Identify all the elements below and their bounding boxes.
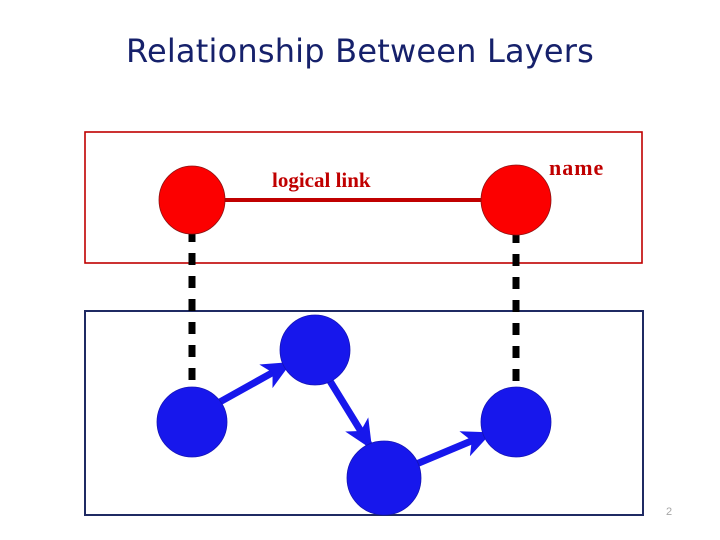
- arrow-left-to-midtop: [216, 360, 292, 407]
- upper-left-node[interactable]: [158, 165, 226, 235]
- arrow-midbottom-to-right: [412, 430, 492, 469]
- logical-link-label: logical link: [272, 168, 371, 192]
- lower-mid-bottom-node[interactable]: [346, 440, 422, 516]
- lower-left-node[interactable]: [156, 386, 228, 458]
- lower-mid-top-node[interactable]: [279, 314, 351, 386]
- lower-right-node[interactable]: [480, 386, 552, 458]
- lower-layer-box: [84, 310, 644, 516]
- arrow-midtop-to-midbottom: [327, 379, 373, 450]
- page-number: 2: [666, 506, 673, 518]
- name-label: name: [549, 155, 605, 180]
- page-title: Relationship Between Layers: [125, 32, 595, 70]
- upper-layer-box: [84, 131, 643, 264]
- upper-right-node[interactable]: [480, 164, 552, 236]
